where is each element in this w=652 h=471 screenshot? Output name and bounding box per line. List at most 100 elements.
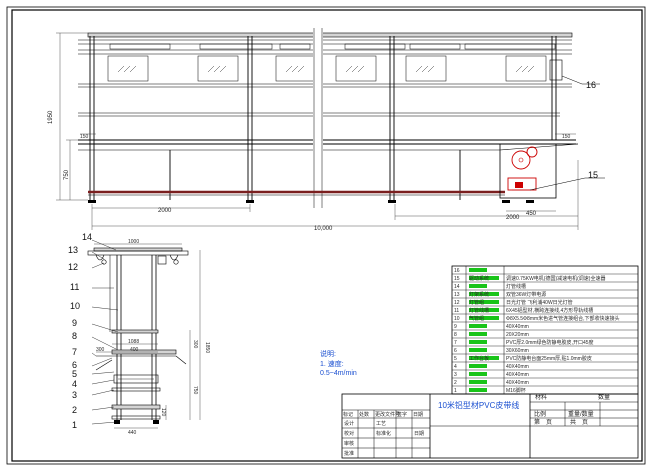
parts-row-spec: 40X40mm (506, 372, 529, 378)
dim-base-height: 120 (160, 408, 166, 417)
outer-border (6, 6, 646, 465)
rev-col-doc: 更改文件号 (375, 411, 400, 418)
dim-height-front: 1950 (48, 110, 54, 124)
parts-row-no: 10 (454, 316, 460, 322)
drive-pulley-right (526, 146, 538, 158)
top-rail (87, 32, 573, 38)
dim-inner-width: 400 (130, 347, 139, 353)
parts-row-name-fill (469, 364, 487, 368)
dim-lower-height: 750 (192, 386, 198, 395)
dim-left-section: 2000 (158, 208, 172, 214)
parts-row-name: 灯架系统 (469, 291, 489, 298)
parts-row-no: 3 (454, 372, 457, 378)
dim-upper-height: 300 (192, 340, 198, 349)
parts-row-no: 14 (454, 284, 460, 290)
parts-row-no: 6 (454, 348, 457, 354)
parts-row-spec: PVC防静电台面25mm厚,贴1.0mm胶皮 (506, 355, 592, 362)
parts-row-spec: 20X20mm (506, 332, 529, 338)
parts-row-no: 9 (454, 324, 457, 330)
parts-row-name-fill (469, 340, 487, 344)
parts-row-no: 16 (454, 268, 460, 274)
parts-row-spec: 6X45铝型材,横跨连接线,4方形导轨线槽 (506, 307, 593, 314)
parts-row-name: 灯管组 (469, 299, 484, 306)
rev-col-count: 处数 (359, 411, 369, 418)
parts-row-spec: 调速0.75KW电机(德国)减速电机(调速)全速器 (506, 275, 605, 282)
rev-col-sign: 签字 (397, 411, 407, 418)
parts-row-name: 气管组 (469, 315, 484, 322)
notes-heading: 说明: (320, 349, 336, 358)
parts-row-name: 驱动系统 (469, 275, 489, 282)
parts-row-name: 灯管线槽 (469, 307, 489, 314)
parts-row-no: 11 (454, 308, 459, 314)
parts-row-name-fill (469, 292, 499, 296)
callout-9: 9 (72, 318, 77, 328)
parts-row-no: 15 (454, 276, 460, 282)
role-check: 校对 (344, 430, 354, 437)
dim-right-section: 2000 (506, 215, 520, 221)
parts-row-name-fill (469, 348, 487, 352)
parts-row-name-fill (469, 372, 487, 376)
quantity-label: 数量 (598, 393, 610, 401)
parts-row-spec: 40X40mm (506, 324, 529, 330)
dim-mid-width: 1088 (128, 339, 139, 345)
callout-8: 8 (72, 331, 77, 341)
parts-row-spec: PVC厚2.0mm绿色防静电胶皮,开口45度 (506, 339, 594, 346)
dim-drive-width: 450 (526, 211, 537, 217)
notes: 说明: 1. 速度: 0.5~4m/min (320, 349, 357, 377)
rev-col-date: 日期 (413, 412, 423, 418)
callout-10: 10 (70, 301, 80, 311)
role-review: 审核 (344, 440, 354, 447)
dim-total-length: 10,000 (314, 226, 333, 232)
parts-row-name-fill (469, 308, 499, 312)
label-date: 日期 (414, 431, 424, 437)
parts-row-name-fill (469, 316, 499, 320)
parts-row-spec: M16脚杯 (506, 387, 526, 394)
label-standard: 标准化 (376, 430, 391, 437)
callout-6: 6 (72, 360, 77, 370)
parts-row-spec: 40X40mm (506, 380, 529, 386)
parts-row-name-fill (469, 300, 499, 304)
parts-row-spec: 双管36W灯带电源 (506, 291, 546, 298)
callout-4: 4 (72, 379, 77, 389)
sheets-total: 共 页 (570, 418, 588, 426)
parts-row-spec: Φ8X5.5Φ8mm米色进气管连接组合,下部收快速接头 (506, 315, 620, 322)
drive-pulley-left (511, 150, 531, 170)
callout-15: 15 (588, 170, 598, 180)
notes-line2: 0.5~4m/min (320, 370, 357, 377)
callout-7: 7 (72, 347, 77, 357)
lamp-panel (107, 55, 149, 82)
parts-row-no: 12 (454, 300, 460, 306)
dim-top-width: 1000 (128, 239, 139, 245)
callout-14: 14 (82, 232, 92, 242)
parts-row-name-fill (469, 388, 487, 392)
scale-label: 比例 (534, 410, 546, 418)
dim-left-end: 150 (80, 134, 89, 140)
dim-overall-height: 1850 (204, 342, 210, 353)
parts-row-no: 4 (454, 364, 457, 370)
parts-row-name-fill (469, 276, 499, 280)
parts-row-spec: 40X40mm (506, 364, 529, 370)
callout-13: 13 (68, 245, 78, 255)
role-design: 设计 (344, 420, 354, 427)
weight-label: 重量/数量 (568, 410, 594, 418)
callout-11: 11 (70, 282, 79, 292)
parts-row-spec: 灯管线槽 (506, 283, 526, 290)
parts-table: 16 15 驱动系统 调速0.75KW电机(德国)减速电机(调速)全速器 14 灯管线槽 1… (451, 265, 639, 395)
callout-3: 3 (72, 390, 77, 400)
callout-1: 1 (72, 420, 77, 430)
parts-row-no: 13 (454, 292, 460, 298)
side-view: 14 13 12 11 10 9 8 7 6 5 4 3 2 1 1000 10… (68, 232, 210, 436)
parts-row-name-fill (469, 324, 487, 328)
drawing-title: 10米铝型材PVC皮带线 (438, 400, 519, 410)
callout-12: 12 (68, 262, 78, 272)
role-approve: 批准 (344, 450, 354, 457)
parts-row-no: 2 (454, 380, 457, 386)
dim-left-shelf: 300 (96, 347, 105, 353)
parts-row-no: 7 (454, 340, 457, 346)
inner-border (11, 9, 643, 462)
parts-row-spec: 日光灯管 飞利浦40W日光灯管 (506, 299, 573, 306)
parts-row-name-fill (469, 356, 499, 360)
sheet-num: 第 页 (534, 418, 552, 426)
